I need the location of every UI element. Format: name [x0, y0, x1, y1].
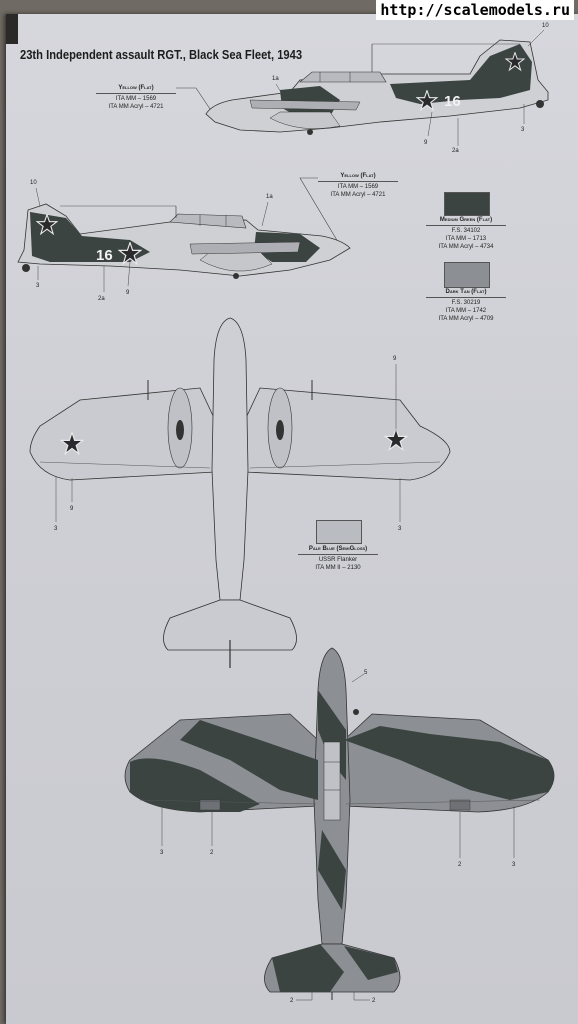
paint-code: ITA MM – 1713	[445, 236, 487, 242]
callout-2a: 2a	[98, 296, 105, 302]
side-view-left-profile	[17, 203, 351, 279]
underside-view	[29, 317, 451, 668]
paint-label-pale-blue: Pale Blue (SemiGloss) USSR Flanker ITA M…	[298, 545, 378, 572]
paint-code: ITA MM Acryl – 4734	[438, 244, 494, 250]
watermark: http://scalemodels.ru	[376, 0, 574, 20]
callout-3: 3	[54, 526, 58, 532]
binding-shadow	[6, 14, 18, 44]
callout-3: 3	[398, 526, 402, 532]
callout-2: 2	[210, 850, 214, 856]
paint-name: Pale Blue (SemiGloss)	[308, 546, 368, 552]
callout-2: 2	[372, 998, 376, 1004]
paint-name: Yellow (Flat)	[118, 85, 154, 91]
paint-code: ITA MM Acryl – 4721	[330, 192, 386, 198]
paint-code: ITA MM Acryl – 4721	[108, 104, 164, 110]
paint-code: ITA MM – 1742	[445, 308, 487, 314]
paint-label-yellow-top: Yellow (Flat) ITA MM – 1569 ITA MM Acryl…	[96, 84, 176, 111]
paint-code: ITA MM II – 2130	[315, 565, 361, 571]
paint-code: ITA MM – 1569	[337, 184, 379, 190]
callout-9: 9	[393, 356, 397, 362]
paint-label-dark-tan: Dark Tan (Flat) F.S. 30219 ITA MM – 1742…	[426, 288, 506, 323]
paint-code: F.S. 30219	[451, 300, 481, 306]
callout-3: 3	[512, 862, 516, 868]
paint-code: ITA MM – 1569	[115, 96, 157, 102]
callout-2: 2	[458, 862, 462, 868]
callout-3: 3	[160, 850, 164, 856]
callout-1a: 1a	[272, 76, 279, 82]
paint-code: F.S. 34102	[451, 228, 481, 234]
callout-1a: 1a	[266, 194, 273, 200]
paint-label-medium-green: Medium Green (Flat) F.S. 34102 ITA MM – …	[426, 216, 506, 251]
paint-code: USSR Flanker	[318, 557, 358, 563]
paint-label-yellow-side: Yellow (Flat) ITA MM – 1569 ITA MM Acryl…	[318, 172, 398, 199]
callout-10: 10	[542, 23, 549, 29]
callout-5: 5	[364, 670, 368, 676]
callout-10: 10	[30, 180, 37, 186]
swatch-medium-green	[444, 192, 490, 216]
callout-2: 2	[290, 998, 294, 1004]
side-view-right-profile	[205, 39, 549, 135]
callout-2a: 2a	[452, 148, 459, 154]
swatch-dark-tan	[444, 262, 490, 288]
page-title: 23th Independent assault RGT., Black Sea…	[20, 47, 303, 62]
paint-name: Medium Green (Flat)	[439, 217, 493, 223]
callout-3: 3	[36, 283, 40, 289]
callout-9: 9	[126, 290, 130, 296]
instruction-page	[6, 14, 578, 1024]
swatch-pale-blue	[316, 520, 362, 544]
callout-9: 9	[424, 140, 428, 146]
aircraft-number: 16	[96, 247, 113, 264]
callout-9: 9	[70, 506, 74, 512]
top-view	[124, 647, 555, 1000]
paint-name: Yellow (Flat)	[340, 173, 376, 179]
callout-3: 3	[521, 127, 525, 133]
aircraft-number: 16	[444, 93, 461, 110]
paint-code: ITA MM Acryl – 4709	[438, 316, 494, 322]
paint-name: Dark Tan (Flat)	[445, 289, 487, 295]
